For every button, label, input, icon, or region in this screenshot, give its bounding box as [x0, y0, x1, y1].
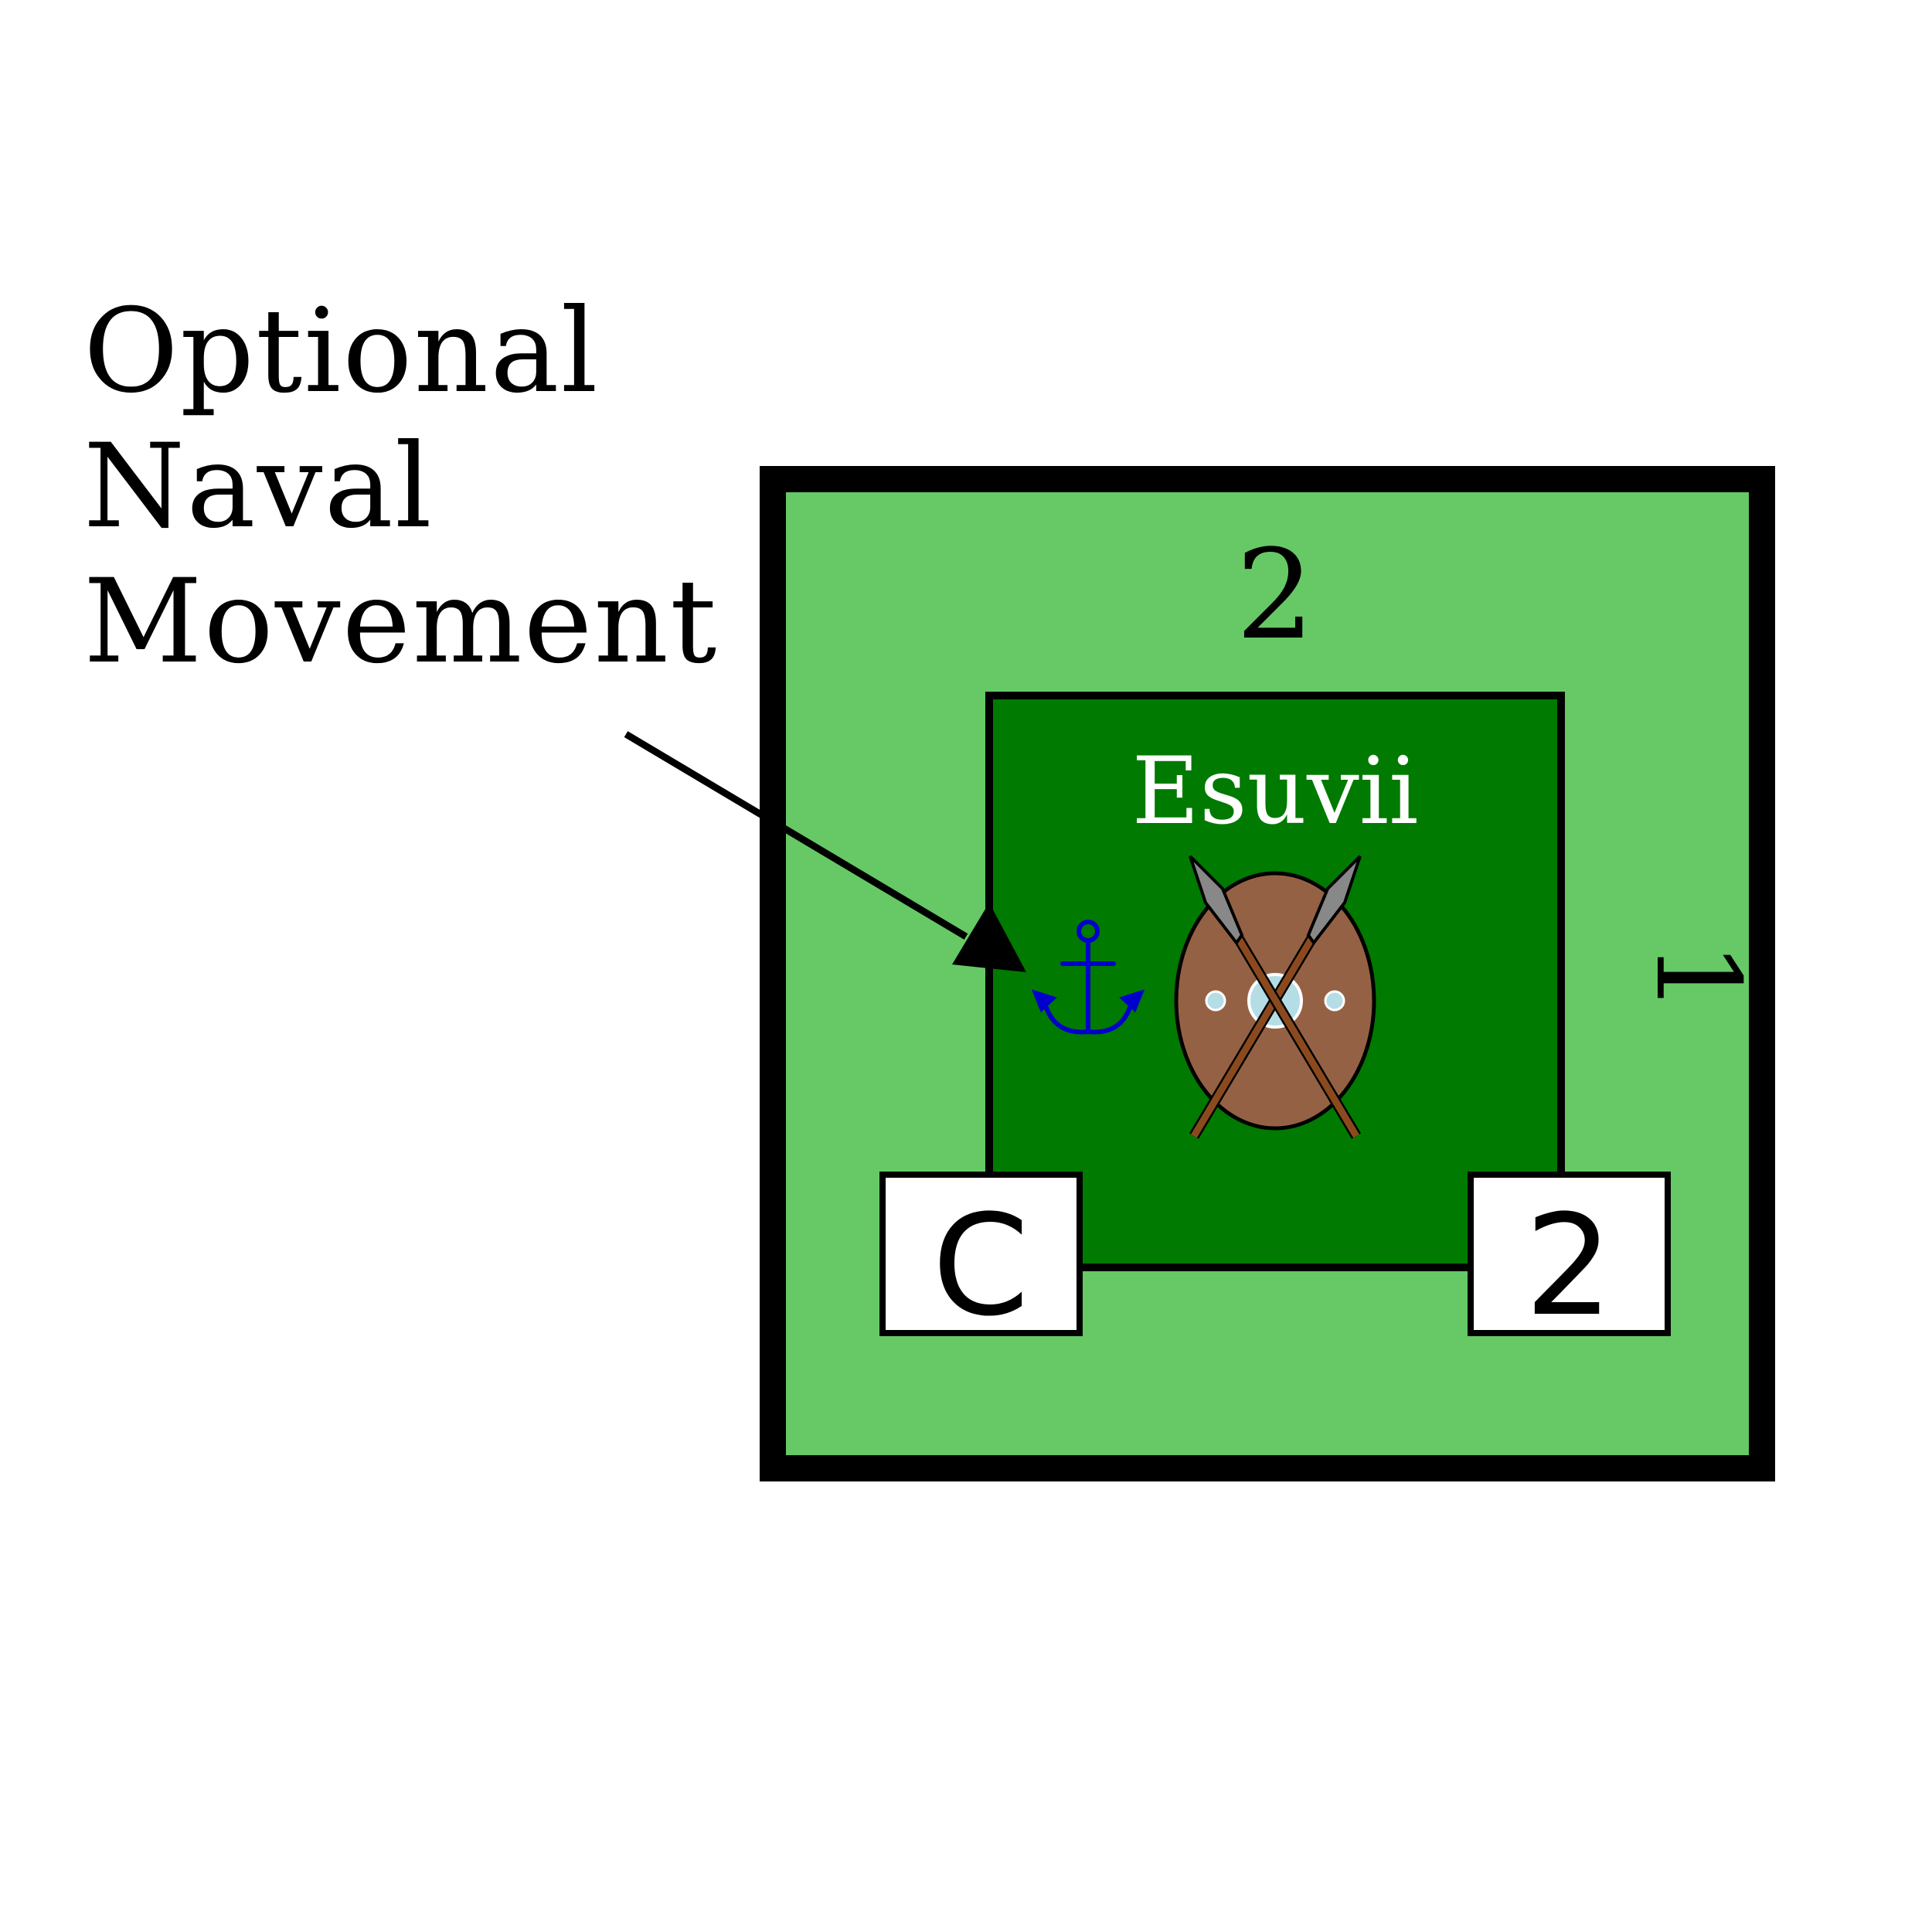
- callout-line-optional: Optional: [83, 284, 600, 419]
- arrow-icon: [624, 731, 1026, 972]
- side-mark: 1: [1630, 940, 1764, 1014]
- shield-with-crossed-spears-icon: [1174, 855, 1376, 1139]
- anchor-icon: [1031, 920, 1145, 1035]
- callout-line-naval: Naval: [83, 420, 434, 554]
- left-label-box: C: [879, 1172, 1083, 1347]
- top-value: 2: [1236, 522, 1315, 667]
- left-box-label: C: [932, 1185, 1029, 1347]
- callout-line-movement: Movement: [83, 555, 719, 689]
- right-label-box: 2: [1468, 1172, 1671, 1347]
- region-name: Esuvii: [1131, 738, 1418, 845]
- right-box-label: 2: [1525, 1185, 1614, 1347]
